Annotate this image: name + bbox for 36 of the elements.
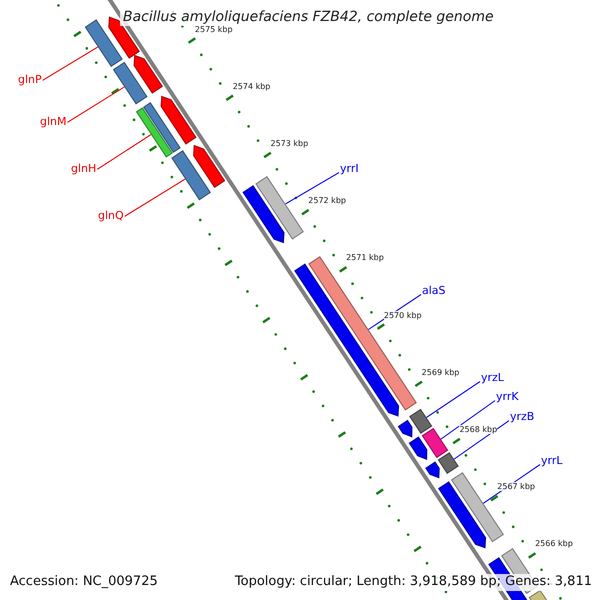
gene-label: alaS	[422, 285, 446, 298]
gene-label: glnM	[40, 116, 67, 129]
accession-label: Accession: NC_009725	[8, 574, 160, 591]
scale-label: 2571 kbp	[346, 253, 384, 263]
gene-label: yrrK	[496, 391, 519, 404]
genome-info: Topology: circular; Length: 3,918,589 bp; Genes: 3,811	[232, 574, 594, 591]
leader-line	[440, 400, 496, 440]
scale-label: 2568 kbp	[459, 425, 498, 434]
gene-label: glnH	[71, 163, 96, 176]
leader-line	[42, 46, 98, 81]
gene-label: glnP	[18, 74, 42, 87]
gene-bar	[438, 452, 459, 474]
gene-label: yrrI	[340, 163, 359, 176]
leader-line	[454, 420, 510, 460]
gene-bar	[136, 107, 173, 158]
scale-label: 2572 kbp	[308, 196, 346, 206]
scale-label: 2573 kbp	[270, 138, 308, 148]
gene-label: yrzB	[510, 411, 534, 424]
leader-line	[96, 134, 152, 170]
scale-label: 2567 kbp	[497, 482, 535, 492]
leader-line	[426, 381, 480, 418]
leader-line	[124, 178, 186, 217]
scale-label: 2570 kbp	[384, 310, 422, 320]
scale-label: 2574 kbp	[232, 82, 270, 91]
gene-label: yrrL	[541, 455, 562, 468]
leader-line	[67, 86, 125, 123]
gene-bar	[255, 176, 304, 240]
gene-bar	[171, 150, 211, 200]
gene-bar	[84, 19, 123, 67]
leader-line	[285, 172, 340, 204]
gene-bar	[112, 62, 148, 104]
gene-label: yrzL	[481, 372, 504, 385]
scale-label: 2566 kbp	[535, 539, 573, 549]
gene-label: glnQ	[98, 210, 124, 223]
gene-bar	[409, 408, 432, 434]
gene-bar	[422, 428, 448, 458]
